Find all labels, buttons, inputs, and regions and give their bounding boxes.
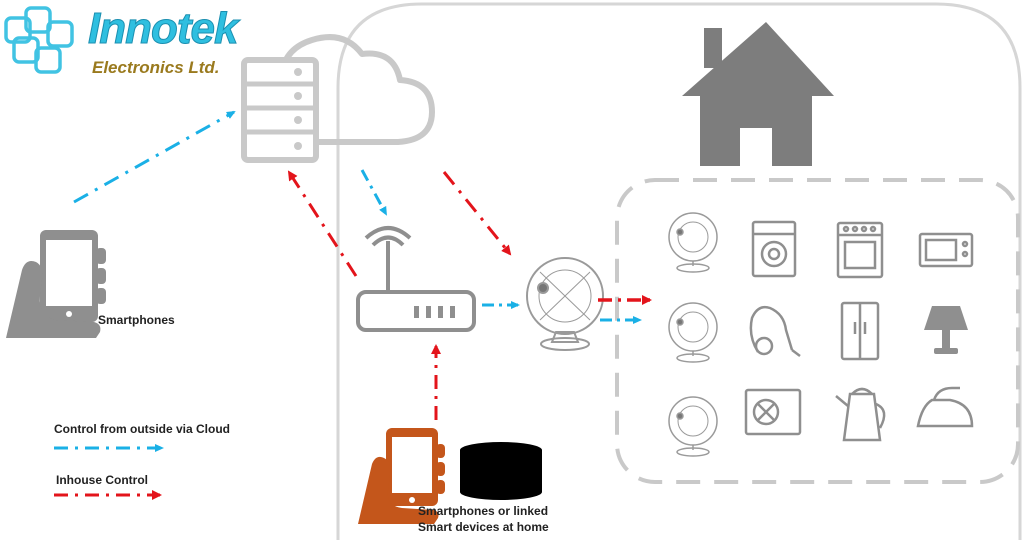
air-conditioner-icon <box>744 388 802 436</box>
home-devices-label-line2: Smart devices at home <box>418 520 549 534</box>
cloud-arrow-cloud-to-router <box>360 169 388 216</box>
legend-inhouse-label: Inhouse Control <box>56 473 148 487</box>
appliance-group-box <box>615 178 1020 484</box>
house-icon <box>682 22 834 166</box>
smartphones-label: Smartphones <box>98 313 175 327</box>
legend-cloud-label: Control from outside via Cloud <box>54 422 230 436</box>
fan-icon <box>668 396 718 457</box>
home-boundary <box>336 2 1022 540</box>
smartphone-outside-icon <box>6 230 106 338</box>
router-icon <box>356 226 476 332</box>
brand-subtitle: Electronics Ltd. <box>92 58 220 77</box>
vacuum-cleaner-icon <box>749 305 801 357</box>
washing-machine-icon <box>751 220 797 278</box>
inhouse-arrow-cloud-to-fan <box>442 171 512 256</box>
iron-icon <box>916 386 974 428</box>
oven-icon <box>836 221 884 279</box>
brand-logo-icon <box>4 6 74 74</box>
server-icon <box>241 57 319 163</box>
microwave-icon <box>918 232 974 268</box>
smart-speaker-icon <box>460 442 542 500</box>
home-devices-label-line1: Smartphones or linked <box>418 504 549 518</box>
brand-name: Innotek <box>87 4 238 54</box>
kettle-icon <box>835 387 886 442</box>
smartphone-home-icon <box>358 428 445 524</box>
central-fan-icon <box>526 257 604 351</box>
fan-icon <box>668 302 718 363</box>
fan-icon <box>668 212 718 273</box>
lamp-icon <box>924 306 968 354</box>
inhouse-arrow-router-to-server <box>287 170 358 277</box>
refrigerator-icon <box>840 301 880 361</box>
cloud-arrow-phone-to-server <box>73 110 236 204</box>
